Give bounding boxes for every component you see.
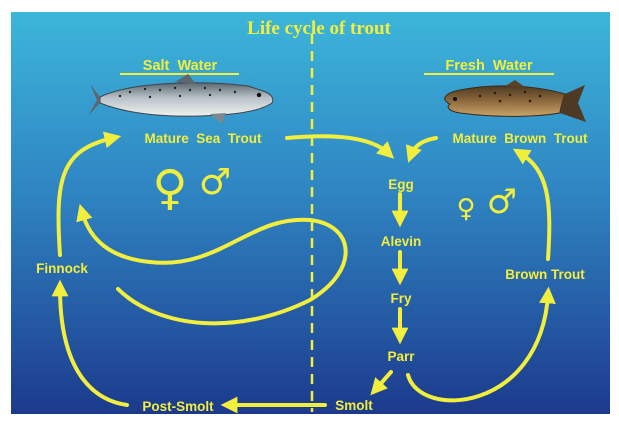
male-symbol-fresh: ♂: [487, 182, 517, 222]
label-mature-brown-trout: Mature Brown Trout: [453, 131, 589, 146]
label-egg: Egg: [388, 177, 414, 192]
label-post-smolt: Post-Smolt: [142, 399, 214, 414]
fresh-water-header: Fresh Water: [445, 58, 533, 74]
label-fry: Fry: [390, 291, 412, 306]
label-alevin: Alevin: [381, 234, 422, 249]
diagram-title: Life cycle of trout: [247, 18, 391, 39]
label-brown-trout: Brown Trout: [505, 267, 585, 282]
label-parr: Parr: [387, 349, 415, 364]
female-symbol-salt: ♀: [152, 160, 187, 216]
salt-water-header: Salt Water: [143, 58, 218, 74]
label-mature-sea-trout: Mature Sea Trout: [144, 131, 262, 146]
male-symbol-salt: ♂: [199, 162, 231, 203]
label-finnock: Finnock: [36, 261, 88, 276]
female-symbol-fresh: ♀: [456, 194, 475, 224]
label-smolt: Smolt: [335, 398, 373, 413]
